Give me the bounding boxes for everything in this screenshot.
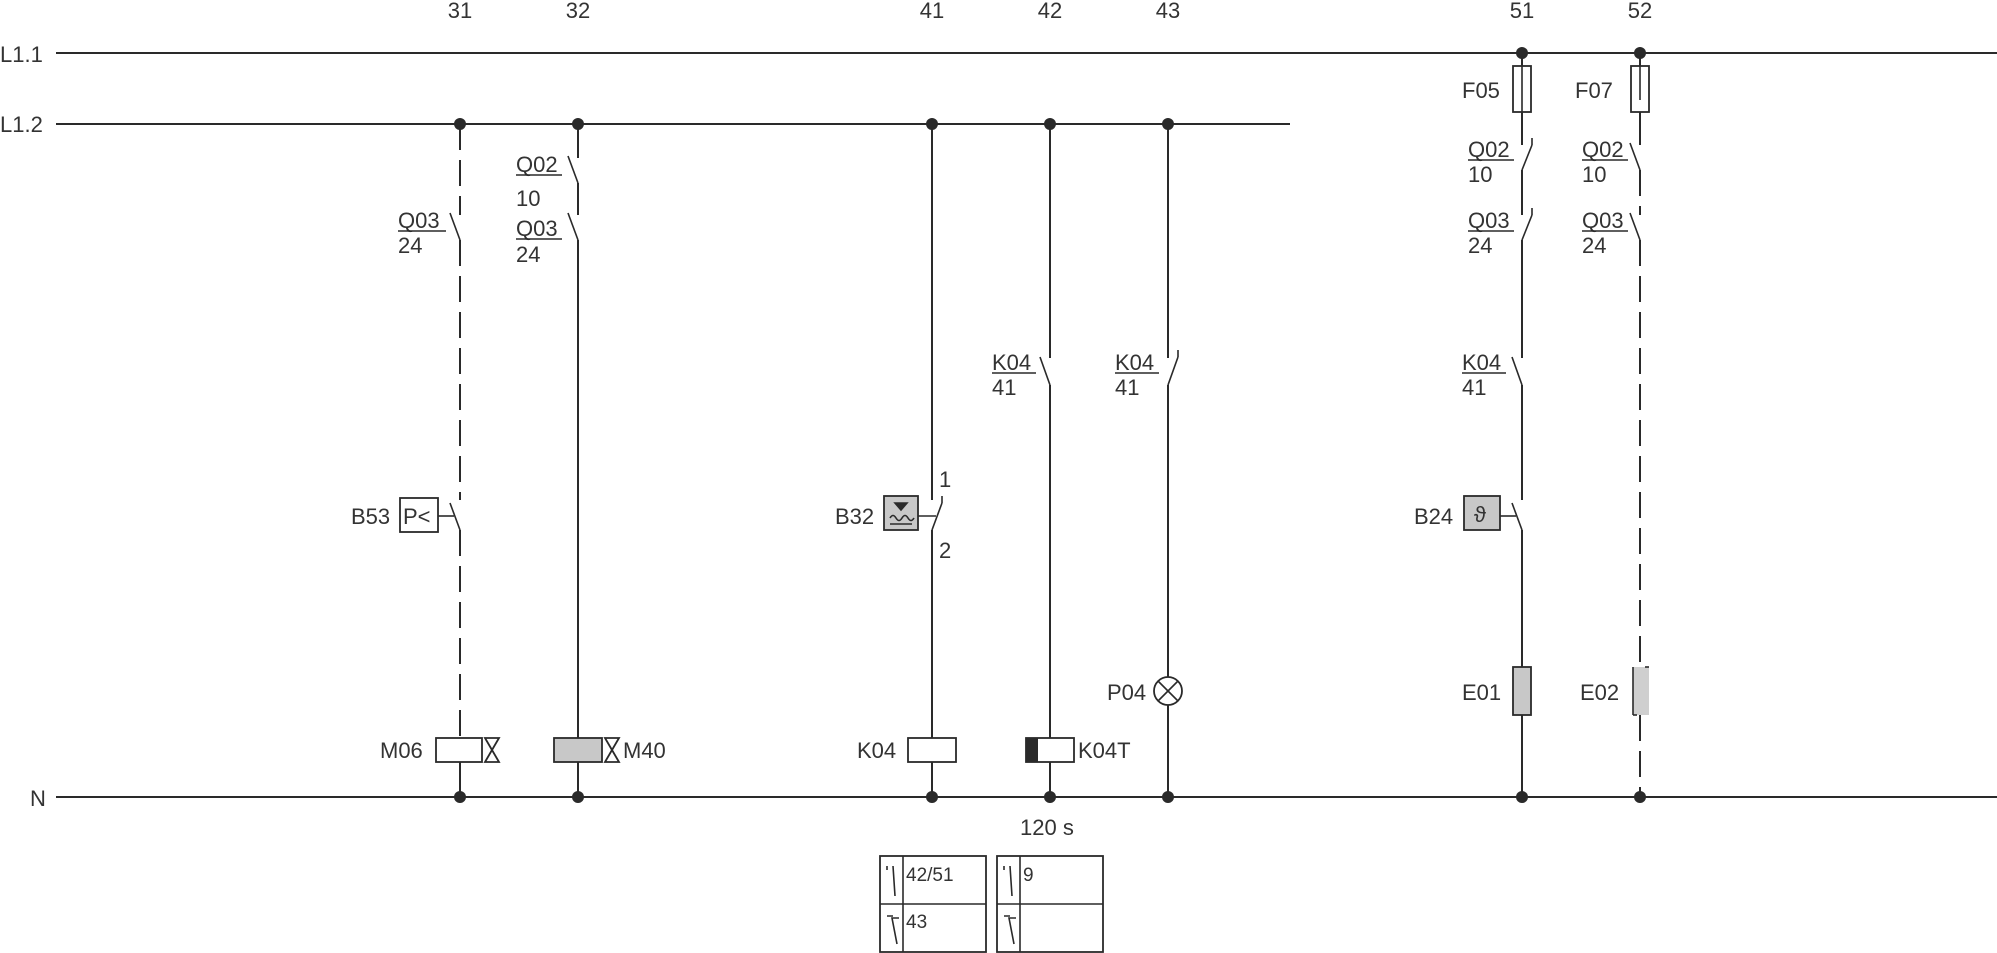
contact-q02 (1629, 142, 1641, 171)
ref-24: 24 (398, 233, 422, 258)
label-p04: P04 (1107, 680, 1146, 705)
contact-q02-nc (1521, 144, 1533, 171)
ref-24: 24 (516, 242, 540, 267)
terminal-2: 2 (939, 538, 951, 563)
label-b53: B53 (351, 504, 390, 529)
contact-b24 (1511, 502, 1523, 531)
column-number-52: 52 (1628, 0, 1652, 23)
table-cell-no: 9 (1023, 865, 1034, 886)
rails: L1.1 L1.2 N (0, 42, 1997, 811)
column-numbers: 31 32 41 42 43 51 52 (448, 0, 1652, 23)
b53-pressure-symbol (399, 497, 439, 533)
ref-10: 10 (1468, 162, 1492, 187)
ref-10: 10 (516, 186, 540, 211)
terminal-1: 1 (939, 467, 951, 492)
label-q03: Q03 (1582, 208, 1624, 233)
no-contact-icon (886, 865, 896, 897)
circuit-column-31: Q03 24 P< B53 M06 (351, 124, 501, 797)
valve-icon (603, 737, 621, 763)
column-number-43: 43 (1156, 0, 1180, 23)
label-k04: K04 (992, 350, 1031, 375)
label-b24: B24 (1414, 504, 1453, 529)
label-q03: Q03 (1468, 208, 1510, 233)
label-q02: Q02 (516, 152, 558, 177)
timer-setting: 120 s (1020, 815, 1074, 840)
rail-label-l11: L1.1 (0, 42, 43, 67)
label-f07: F07 (1575, 78, 1613, 103)
label-e02: E02 (1580, 680, 1619, 705)
valve-icon (483, 737, 501, 763)
label-b32: B32 (835, 504, 874, 529)
label-k04: K04 (1115, 350, 1154, 375)
junction-dots (454, 47, 1646, 803)
contact-table-k04t: 9 (996, 855, 1104, 953)
label-f05: F05 (1462, 78, 1500, 103)
contact-q03 (1629, 212, 1641, 241)
rail-label-l12: L1.2 (0, 112, 43, 137)
contact-table-k04: 42/51 43 (879, 855, 987, 953)
label-e01: E01 (1462, 680, 1501, 705)
b53-symbol-text: P< (403, 504, 431, 529)
ref-24: 24 (1582, 233, 1606, 258)
circuit-column-32: Q02 10 Q03 24 M40 (516, 124, 666, 797)
b24-symbol-text: ϑ (1474, 502, 1486, 527)
circuit-column-42: K04 41 K04T 120 s (992, 124, 1131, 840)
table-cell-nc: 43 (906, 912, 927, 933)
level-triangle (893, 502, 909, 512)
contact-k04-nc (1167, 356, 1179, 386)
ref-41: 41 (1462, 375, 1486, 400)
ref-41: 41 (992, 375, 1016, 400)
heater-e02 (1633, 667, 1649, 715)
timer-marker (1026, 738, 1038, 762)
circuit-column-43: K04 41 P04 (1107, 124, 1183, 797)
lamp-cross (1157, 680, 1179, 702)
ref-10: 10 (1582, 162, 1606, 187)
contact-q03 (567, 212, 579, 241)
contact-q02 (567, 155, 579, 184)
label-k04: K04 (1462, 350, 1501, 375)
column-number-32: 32 (566, 0, 590, 23)
no-contact-icon (1003, 865, 1013, 897)
label-m06: M06 (380, 738, 423, 763)
ref-24: 24 (1468, 233, 1492, 258)
column-number-41: 41 (920, 0, 944, 23)
valve-coil-m06 (435, 737, 483, 763)
label-k04t: K04T (1078, 738, 1131, 763)
column-number-31: 31 (448, 0, 472, 23)
contact-q03-nc (1521, 214, 1533, 241)
level-wave (889, 514, 915, 522)
label-q02: Q02 (1582, 137, 1624, 162)
rail-label-n: N (30, 786, 46, 811)
heater-e01 (1512, 666, 1532, 716)
label-q03: Q03 (516, 216, 558, 241)
contact-k04 (1511, 356, 1523, 386)
contact-b32 (931, 502, 943, 531)
valve-coil-m40 (553, 737, 603, 763)
contact-b53 (449, 502, 461, 531)
contact-q03 (449, 212, 461, 241)
circuit-column-41: 1 2 B32 K04 (835, 124, 957, 797)
nc-contact-icon (1004, 915, 1016, 945)
table-cell-no: 42/51 (906, 865, 954, 886)
label-q02: Q02 (1468, 137, 1510, 162)
label-m40: M40 (623, 738, 666, 763)
label-k04: K04 (857, 738, 896, 763)
column-number-42: 42 (1038, 0, 1062, 23)
relay-coil-k04 (907, 737, 957, 763)
contact-k04 (1039, 356, 1051, 386)
label-q03: Q03 (398, 208, 440, 233)
circuit-column-52: F07 Q02 10 Q03 24 E02 (1575, 53, 1650, 797)
column-number-51: 51 (1510, 0, 1534, 23)
b24-thermostat-icon (1463, 495, 1501, 531)
ref-41: 41 (1115, 375, 1139, 400)
nc-contact-icon (887, 915, 899, 945)
b32-level-sensor-icon (883, 495, 919, 531)
circuit-column-51: F05 Q02 10 Q03 24 K04 41 ϑ B24 E01 (1414, 53, 1533, 797)
